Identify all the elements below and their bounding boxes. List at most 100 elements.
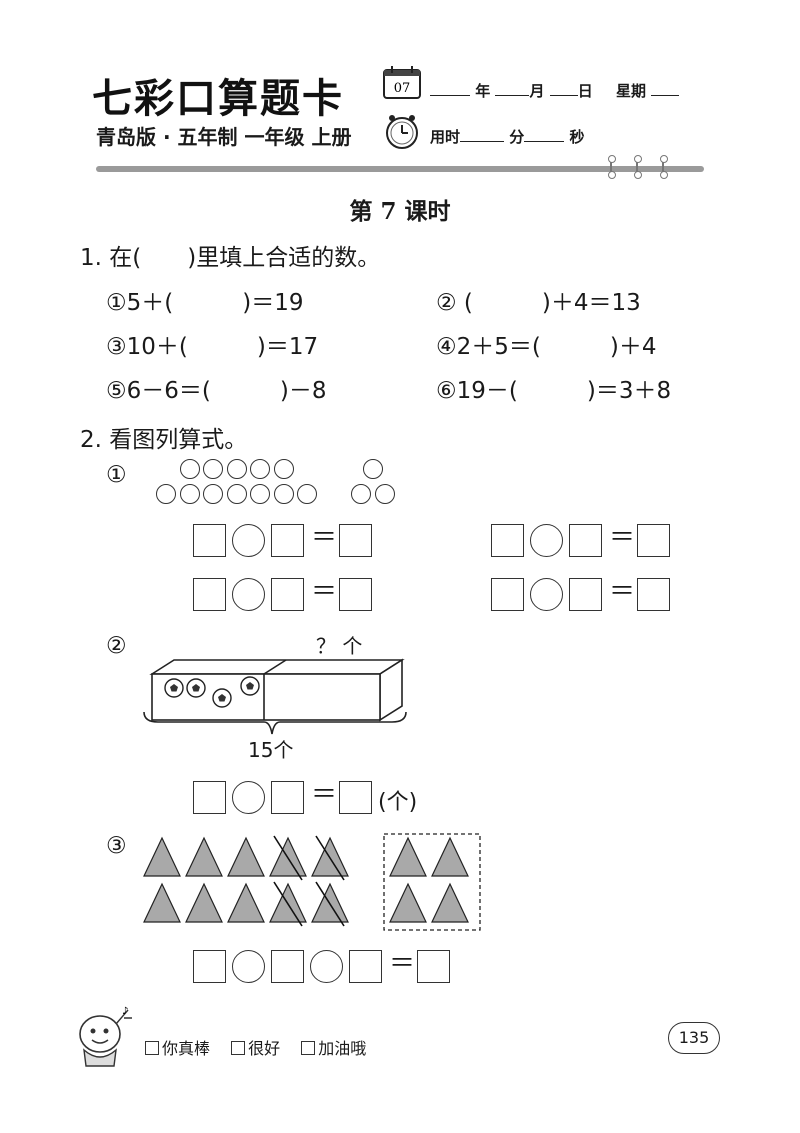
equals-sign: ＝ bbox=[311, 523, 338, 553]
answer-box[interactable] bbox=[193, 524, 226, 557]
equals-sign: ＝ bbox=[311, 577, 338, 607]
clock-icon bbox=[386, 115, 418, 149]
soccer-ball-patch bbox=[218, 694, 226, 702]
triangle-shape bbox=[227, 882, 265, 923]
answer-box[interactable] bbox=[491, 578, 524, 611]
operator-circle[interactable] bbox=[232, 950, 265, 983]
counting-circle bbox=[226, 459, 247, 479]
binder-pin bbox=[608, 155, 616, 179]
counting-circle bbox=[297, 484, 317, 504]
result-box[interactable] bbox=[637, 524, 670, 557]
equals-sign: ＝ bbox=[609, 577, 636, 607]
answer-box[interactable] bbox=[193, 781, 226, 814]
answer-box[interactable] bbox=[271, 524, 304, 557]
brand-title: 七彩口算题卡 bbox=[92, 75, 344, 122]
counting-circle bbox=[179, 459, 200, 479]
part2-label: ② bbox=[106, 633, 127, 659]
rating-options: 你真棒 很好 加油哦 bbox=[145, 1035, 366, 1059]
operator-circle[interactable] bbox=[310, 950, 343, 983]
counting-circle bbox=[351, 484, 371, 504]
operator-circle[interactable] bbox=[232, 781, 265, 814]
answer-box[interactable] bbox=[271, 781, 304, 814]
unknown-count-label: ？ 个 bbox=[316, 634, 363, 658]
counting-circle bbox=[250, 484, 270, 504]
soccer-ball-patch bbox=[246, 682, 254, 690]
answer-box[interactable] bbox=[569, 524, 602, 557]
result-box[interactable] bbox=[339, 578, 372, 611]
binder-pin bbox=[634, 155, 642, 179]
answer-box[interactable] bbox=[193, 578, 226, 611]
rating-checkbox[interactable]: 很好 bbox=[231, 1039, 280, 1058]
equals-sign: ＝ bbox=[609, 523, 636, 553]
counting-circle bbox=[374, 484, 395, 504]
answer-box[interactable] bbox=[569, 578, 602, 611]
operator-circle[interactable] bbox=[530, 524, 563, 557]
cross-out-line bbox=[273, 835, 303, 881]
answer-box[interactable] bbox=[349, 950, 382, 983]
q1-item: ①5＋( )＝19 bbox=[106, 290, 304, 316]
triangle-shape bbox=[227, 836, 265, 877]
counting-circle bbox=[226, 484, 247, 504]
time-line: 用时 分 秒 bbox=[430, 128, 585, 146]
operator-circle[interactable] bbox=[232, 524, 265, 557]
q1-item: ⑥19－( )＝3＋8 bbox=[436, 378, 672, 404]
answer-box[interactable] bbox=[491, 524, 524, 557]
counting-circle bbox=[203, 459, 223, 479]
unit-label: (个) bbox=[378, 790, 418, 815]
counting-circle bbox=[203, 484, 223, 504]
counting-circle bbox=[179, 484, 200, 504]
cross-out-line bbox=[315, 881, 345, 927]
ball-box-diagram bbox=[143, 658, 407, 735]
triangle-groups bbox=[143, 833, 481, 931]
svg-text:♪: ♪ bbox=[122, 1006, 128, 1017]
answer-box[interactable] bbox=[271, 578, 304, 611]
q1-item: ② ( )＋4＝13 bbox=[436, 290, 641, 316]
part1-label: ① bbox=[106, 462, 127, 488]
q1-item: ④2＋5＝( )＋4 bbox=[436, 334, 657, 360]
triangle-shape bbox=[389, 882, 427, 923]
triangle-shape bbox=[431, 882, 469, 923]
equals-sign: ＝ bbox=[389, 949, 416, 979]
q1-item: ⑤6－6＝( )－8 bbox=[106, 378, 327, 404]
mascot-illustration: ♪ bbox=[79, 1006, 132, 1067]
operator-circle[interactable] bbox=[530, 578, 563, 611]
edition-label: 青岛版 · 五年制 一年级 上册 bbox=[96, 125, 352, 149]
cross-out-line bbox=[315, 835, 345, 881]
counting-circle bbox=[362, 459, 383, 479]
part3-label: ③ bbox=[106, 833, 127, 859]
soccer-ball-patch bbox=[170, 684, 178, 692]
binder-pin bbox=[660, 155, 668, 179]
rating-checkbox[interactable]: 加油哦 bbox=[301, 1039, 366, 1058]
rating-checkbox[interactable]: 你真棒 bbox=[145, 1039, 210, 1058]
result-box[interactable] bbox=[339, 524, 372, 557]
cross-out-line bbox=[273, 881, 303, 927]
answer-box[interactable] bbox=[193, 950, 226, 983]
q1-item: ③10＋( )＝17 bbox=[106, 334, 319, 360]
triangle-shape bbox=[185, 836, 223, 877]
equals-sign: ＝ bbox=[311, 780, 338, 810]
counting-circle bbox=[250, 459, 270, 479]
triangle-shape bbox=[185, 882, 223, 923]
counting-circle bbox=[273, 459, 294, 479]
q1-prompt: 1. 在( )里填上合适的数。 bbox=[80, 245, 381, 271]
soccer-ball-patch bbox=[192, 684, 200, 692]
triangle-shape bbox=[143, 882, 181, 923]
triangle-shape bbox=[389, 836, 427, 877]
calendar-icon: 07 bbox=[383, 66, 421, 99]
counting-circle bbox=[156, 484, 176, 504]
result-box[interactable] bbox=[339, 781, 372, 814]
calendar-day: 07 bbox=[394, 81, 411, 96]
q2-prompt: 2. 看图列算式。 bbox=[80, 427, 248, 453]
counting-circle bbox=[273, 484, 294, 504]
answer-box[interactable] bbox=[271, 950, 304, 983]
operator-circle[interactable] bbox=[232, 578, 265, 611]
triangle-shape bbox=[143, 836, 181, 877]
header-rule bbox=[96, 166, 704, 172]
result-box[interactable] bbox=[637, 578, 670, 611]
total-label: 15个 bbox=[248, 738, 294, 762]
page-number: 135 bbox=[668, 1022, 720, 1054]
triangle-shape bbox=[431, 836, 469, 877]
date-line: 年 月 日 星期 bbox=[430, 80, 680, 101]
result-box[interactable] bbox=[417, 950, 450, 983]
lesson-title: 第 7 课时 bbox=[349, 198, 451, 225]
